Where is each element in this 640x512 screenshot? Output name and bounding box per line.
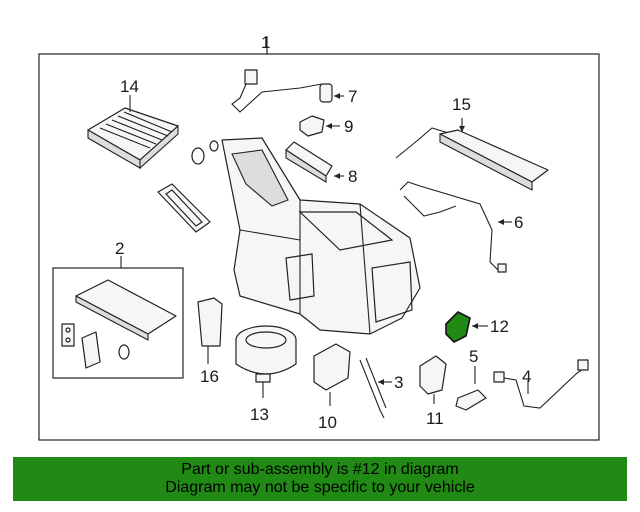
part-12-highlighted [445,311,488,343]
part-8-duct [285,141,344,183]
part-3-hose [359,357,392,419]
parts-diagram: 1 14 7 9 8 [38,33,600,441]
callout-11: 11 [426,409,444,428]
part-10-housing [313,343,351,406]
part-6-harness [399,181,512,273]
callout-15: 15 [452,95,471,114]
part-4-wire [493,359,589,409]
callout-7: 7 [348,87,357,106]
part-7-sensor [231,69,344,113]
callout-9: 9 [344,117,353,136]
callout-16: 16 [200,367,219,386]
callout-5: 5 [469,347,478,366]
info-banner: Part or sub-assembly is #12 in diagram D… [13,457,627,501]
sub-assembly-2-frame [52,267,184,379]
part-13-blower-motor [235,325,297,398]
callout-6: 6 [514,213,523,232]
part-16-bracket [197,297,223,364]
part-12-shape [445,311,471,343]
hvac-housing [221,137,421,335]
callout-10: 10 [318,413,337,432]
callout-8: 8 [348,167,357,186]
banner-line-1: Part or sub-assembly is #12 in diagram [181,461,459,478]
callout-12: 12 [490,317,509,336]
callout-1: 1 [261,33,270,52]
part-11-actuator [419,355,447,404]
callout-13: 13 [250,405,269,424]
callout-3: 3 [394,373,403,392]
part-9-actuator [299,115,340,137]
part-2-components [61,279,177,369]
banner-line-2: Diagram may not be specific to your vehi… [165,479,475,496]
gasket-frame [157,183,211,233]
part-5-sensor [455,366,487,411]
part-14-cabin-filter [87,95,179,170]
callout-2: 2 [115,239,124,258]
part-15-panel [395,118,549,191]
assembly-frame [38,53,600,441]
callout-14: 14 [120,77,139,96]
callout-4: 4 [522,367,531,386]
